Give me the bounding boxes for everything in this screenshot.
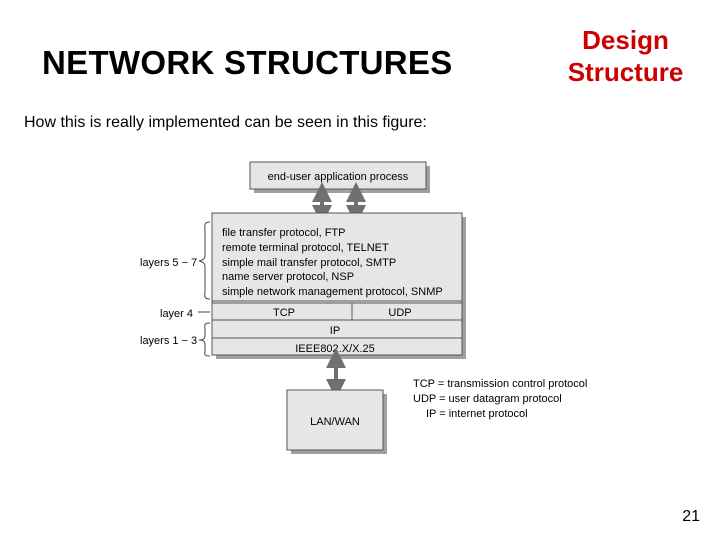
legend-ip: IP = internet protocol bbox=[426, 408, 528, 420]
brace-upper bbox=[198, 221, 211, 300]
protocol-snmp: simple network management protocol, SNMP bbox=[222, 286, 443, 298]
protocol-telnet: remote terminal protocol, TELNET bbox=[222, 242, 389, 254]
legend-tcp: TCP = transmission control protocol bbox=[413, 378, 587, 390]
section-heading-line-2: Structure bbox=[567, 57, 684, 87]
layer-label-lower: layers 1 − 3 bbox=[140, 335, 197, 347]
section-heading-line-1: Design bbox=[582, 25, 669, 55]
layer-label-middle: layer 4 bbox=[160, 308, 193, 320]
app-box-label: end-user application process bbox=[268, 171, 409, 183]
layer-label-upper: layers 5 − 7 bbox=[140, 257, 197, 269]
protocol-ftp: file transfer protocol, FTP bbox=[222, 227, 346, 239]
ieee-label: IEEE802.X/X.25 bbox=[295, 343, 375, 355]
slide-title: NETWORK STRUCTURES bbox=[42, 44, 453, 81]
app-box bbox=[249, 161, 427, 190]
section-heading: Design Structure bbox=[548, 24, 703, 88]
protocol-nsp: name server protocol, NSP bbox=[222, 271, 354, 283]
intro-text: How this is really implemented can be se… bbox=[24, 114, 427, 131]
legend-udp: UDP = user datagram protocol bbox=[413, 393, 562, 405]
brace-lower bbox=[198, 322, 211, 357]
tcp-label: TCP bbox=[273, 307, 295, 319]
ip-label: IP bbox=[330, 325, 340, 337]
udp-label: UDP bbox=[388, 307, 411, 319]
lan-wan-label: LAN/WAN bbox=[310, 416, 360, 428]
lan-wan-box bbox=[286, 389, 384, 451]
protocol-smtp: simple mail transfer protocol, SMTP bbox=[222, 257, 396, 269]
page-number: 21 bbox=[682, 508, 700, 525]
protocol-stack bbox=[211, 212, 463, 356]
